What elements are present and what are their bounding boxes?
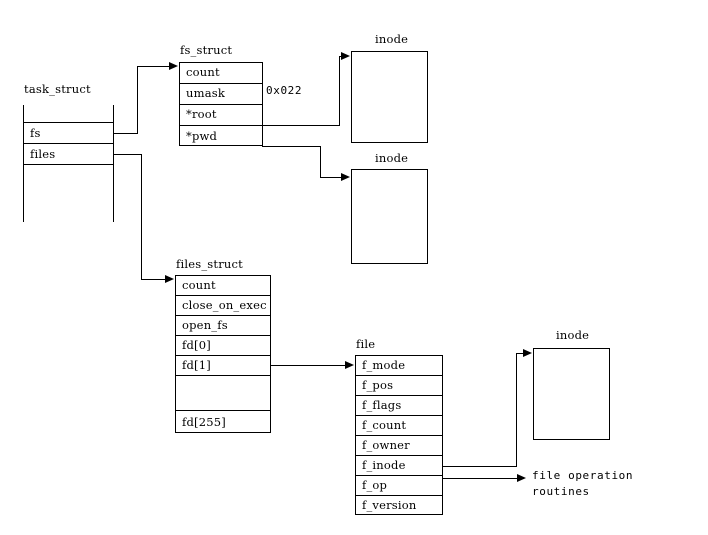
inode-file-box <box>533 348 610 440</box>
connector-fs-seg-h2 <box>137 66 170 67</box>
arrowhead-pwd-to-inode-icon <box>341 172 350 181</box>
file-operation-routines-line1: file operation <box>532 469 634 482</box>
connector-fs-seg-v <box>137 66 138 134</box>
file-struct-row-f-op: f_op <box>356 476 442 496</box>
fs-struct-title: fs_struct <box>180 43 233 57</box>
task-struct-rule-mid <box>23 143 114 144</box>
file-struct-row-f-version: f_version <box>362 498 417 513</box>
connector-f-inode-seg-v <box>516 353 517 467</box>
fs-struct-row-root: *root <box>180 105 262 126</box>
file-operation-routines-line2: routines <box>532 485 590 498</box>
task-struct-row-files: files <box>30 147 56 161</box>
inode-pwd-box <box>351 169 428 264</box>
connector-files-seg-h2 <box>141 279 166 280</box>
files-struct-box: count close_on_exec open_fs fd[0] fd[1] … <box>175 275 271 433</box>
file-struct-row-f-pos: f_pos <box>356 376 442 396</box>
fs-struct-row-umask: umask <box>180 84 262 105</box>
file-struct-row-f-mode: f_mode <box>356 356 442 376</box>
connector-pwd-seg-v <box>320 146 321 178</box>
fs-struct-row-count: count <box>180 63 262 84</box>
connector-f-inode-seg-h1 <box>443 466 517 467</box>
task-struct-rule-bottom <box>23 164 114 165</box>
arrowhead-fs-to-fs-struct-icon <box>169 61 178 70</box>
files-struct-title: files_struct <box>176 257 243 271</box>
connector-root-seg-v <box>339 56 340 126</box>
arrowhead-f-op-to-routines-icon <box>517 473 526 482</box>
inode-root-box <box>351 51 428 143</box>
task-struct-rule-top <box>23 122 114 123</box>
connector-fs-seg-h1 <box>113 133 138 134</box>
connector-files-seg-h1 <box>113 154 142 155</box>
files-struct-row-fd255: fd[255] <box>182 414 226 429</box>
umask-value-label: 0x022 <box>266 84 303 97</box>
file-struct-row-f-count: f_count <box>356 416 442 436</box>
connector-fd1-seg-h <box>271 365 345 366</box>
files-struct-row-close-on-exec: close_on_exec <box>176 296 270 316</box>
files-struct-row-count: count <box>176 276 270 296</box>
fs-struct-box: count umask *root *pwd <box>179 62 263 146</box>
fs-struct-row-pwd: *pwd <box>186 128 218 143</box>
arrowhead-root-to-inode-icon <box>341 51 350 60</box>
connector-f-inode-seg-h2 <box>516 353 525 354</box>
file-struct-row-f-inode: f_inode <box>356 456 442 476</box>
connector-root-seg-h1 <box>262 125 340 126</box>
task-struct-title: task_struct <box>24 82 91 96</box>
connector-pwd-seg-h2 <box>320 177 342 178</box>
file-struct-box: f_mode f_pos f_flags f_count f_owner f_i… <box>355 355 443 515</box>
arrowhead-fd1-to-file-icon <box>345 360 354 369</box>
arrowhead-f-inode-to-inode-icon <box>523 348 532 357</box>
task-struct-right-border <box>113 105 114 222</box>
task-struct-left-border <box>23 105 24 222</box>
files-struct-row-fd0: fd[0] <box>176 336 270 356</box>
inode-pwd-title: inode <box>375 151 409 165</box>
files-struct-row-fd1: fd[1] <box>176 356 270 376</box>
files-struct-row-gap <box>176 376 270 411</box>
connector-files-seg-v <box>141 154 142 280</box>
file-struct-row-f-owner: f_owner <box>356 436 442 456</box>
file-struct-title: file <box>356 337 376 351</box>
files-struct-row-open-fs: open_fs <box>176 316 270 336</box>
file-struct-row-f-flags: f_flags <box>356 396 442 416</box>
connector-pwd-seg-h1 <box>262 146 321 147</box>
task-struct-row-fs: fs <box>30 126 41 140</box>
inode-file-title: inode <box>556 328 590 342</box>
arrowhead-files-to-files-struct-icon <box>165 274 174 283</box>
inode-root-title: inode <box>375 32 409 46</box>
connector-f-op-seg-h <box>443 478 524 479</box>
